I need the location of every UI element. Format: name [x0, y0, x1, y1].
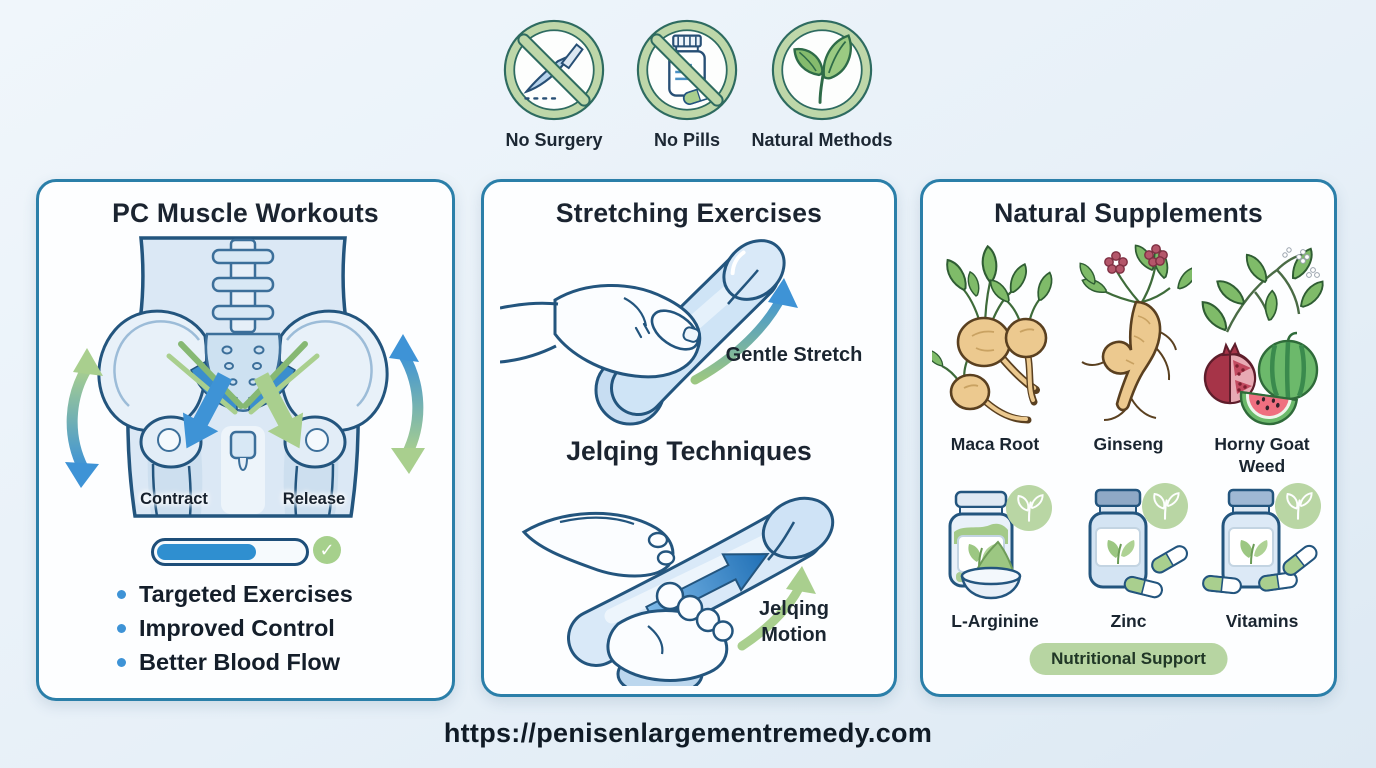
ginseng-icon [1075, 241, 1202, 421]
website-url: https://penisenlargementremedy.com [443, 718, 933, 748]
list-item: Better Blood Flow [117, 650, 353, 675]
herb-label: Maca Root [950, 434, 1040, 454]
products-row: L-Arginine Zinc [931, 482, 1326, 632]
pelvis-illustration [65, 236, 425, 518]
herb-ginseng: Ginseng [1065, 241, 1202, 477]
list-item: Improved Control [117, 616, 353, 641]
panel-supplements: Natural Supplements [920, 179, 1337, 697]
zinc-bottle-icon [1088, 483, 1191, 600]
badge-no-surgery: No Surgery [471, 16, 637, 151]
panel-subtitle: Jelqing Techniques [566, 436, 812, 466]
badge-label: No Surgery [505, 130, 603, 150]
herb-maca: Maca Root [924, 244, 1059, 477]
panel-stretching: Stretching Exercises Gentle Stretch Jelq… [481, 179, 897, 697]
bullet-dot [117, 624, 126, 633]
bullet-dot [117, 590, 126, 599]
jelqing-illustration [521, 496, 835, 686]
panel-title: Stretching Exercises [555, 198, 823, 228]
natural-methods-icon [771, 19, 873, 121]
horny-goat-weed-icon [1197, 245, 1330, 426]
product-label: Zinc [1110, 611, 1147, 631]
herbs-row: Maca Root [924, 241, 1330, 477]
badge-label: Natural Methods [751, 130, 893, 150]
product-label: L-Arginine [951, 611, 1039, 631]
badge-label: No Pills [653, 130, 720, 150]
panel-pc-muscle: PC Muscle Workouts [36, 179, 455, 701]
gentle-stretch-label: Gentle Stretch [725, 344, 863, 366]
vitamins-bottle-icon [1201, 483, 1321, 595]
herb-label: Horny Goat Weed [1214, 434, 1310, 476]
no-surgery-icon [503, 19, 605, 121]
bullet-dot [117, 658, 126, 667]
product-vitamins: Vitamins [1198, 482, 1326, 632]
product-l-arginine: L-Arginine [931, 482, 1059, 632]
release-label: Release [282, 490, 346, 508]
bullet-text: Targeted Exercises [139, 581, 353, 607]
progress-fill [157, 544, 257, 560]
contract-label: Contract [140, 490, 208, 508]
l-arginine-jar-icon [948, 485, 1052, 600]
product-zinc: Zinc [1065, 482, 1193, 632]
maca-root-icon [924, 245, 1058, 424]
benefits-list: Targeted Exercises Improved Control Bett… [117, 582, 353, 675]
progress-bar [151, 538, 309, 566]
panel-title: PC Muscle Workouts [112, 198, 379, 228]
badge-no-pills: No Pills [604, 16, 770, 151]
badge-natural-methods: Natural Methods [737, 16, 907, 151]
no-pills-icon [636, 19, 738, 121]
panel-title: Natural Supplements [994, 198, 1263, 228]
herb-label: Ginseng [1093, 434, 1164, 454]
bullet-text: Better Blood Flow [139, 649, 341, 675]
check-icon: ✓ [313, 536, 341, 564]
nutritional-support-badge: Nutritional Support [1029, 643, 1228, 675]
product-label: Vitamins [1225, 611, 1299, 631]
bullet-text: Improved Control [139, 615, 335, 641]
herb-horny-goat-weed: Horny Goat Weed [1197, 244, 1330, 477]
list-item: Targeted Exercises [117, 582, 353, 607]
stretch-illustration [500, 239, 798, 426]
jelqing-motion-label: Jelqing Motion [758, 598, 829, 646]
